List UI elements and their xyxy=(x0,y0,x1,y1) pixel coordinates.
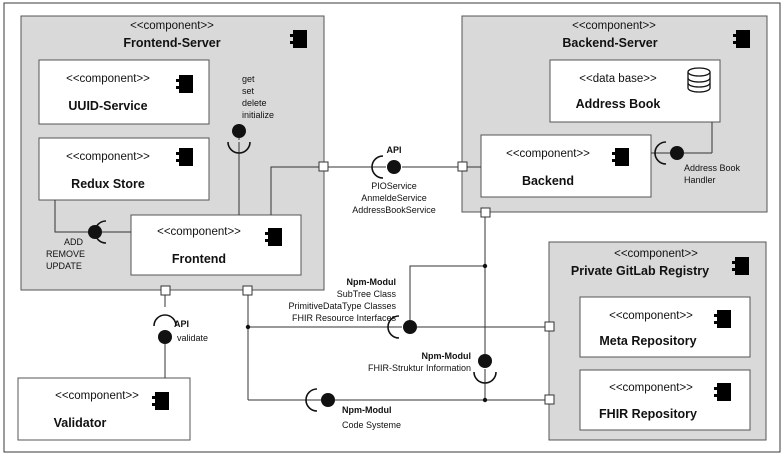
address-book-stereotype: <<data base>> xyxy=(579,73,657,85)
backend-title: Backend xyxy=(522,174,574,188)
junction-dots xyxy=(245,263,488,403)
backend-api-pioservice: PIOService xyxy=(371,181,417,191)
backend-api-anmeldeservice: AnmeldeService xyxy=(361,193,427,203)
backend-component: <<component>> Backend xyxy=(480,134,652,198)
meta-repository-stereotype: <<component>> xyxy=(609,310,693,322)
interface-socket-icon xyxy=(227,141,251,154)
frontend-component: <<component>> Frontend xyxy=(130,214,302,276)
uuid-service-stereotype: <<component>> xyxy=(66,73,150,85)
port xyxy=(457,161,468,172)
address-book-handler-line-2: Handler xyxy=(684,175,716,185)
backend-stereotype: <<component>> xyxy=(506,148,590,160)
interface-ball-icon xyxy=(403,320,417,334)
validator-stereotype: <<component>> xyxy=(55,390,139,402)
address-book-title: Address Book xyxy=(576,97,661,111)
junction-dot xyxy=(482,263,488,269)
interface-ball-icon xyxy=(232,124,246,138)
npm-meta-fhir-interfaces: FHIR Resource Interfaces xyxy=(292,313,397,323)
port xyxy=(318,161,329,172)
interface-ball-icon xyxy=(158,330,172,344)
port xyxy=(160,285,171,296)
uuid-ops-interface: get set delete initialize xyxy=(227,74,274,154)
backend-api-addressbookservice: AddressBookService xyxy=(352,205,436,215)
junction-dot xyxy=(482,397,488,403)
uuid-service-component: <<component>> UUID-Service xyxy=(38,59,210,125)
redux-op-update: UPDATE xyxy=(46,261,82,271)
interface-socket-icon xyxy=(473,371,497,384)
backend-server-stereotype: <<component>> xyxy=(572,20,656,32)
npm-meta-label: Npm-Modul xyxy=(347,277,397,287)
address-book-handler-interface: Address Book Handler xyxy=(654,141,741,185)
junction-dot xyxy=(245,324,251,330)
address-book-handler-line-1: Address Book xyxy=(684,163,741,173)
redux-store-stereotype: <<component>> xyxy=(66,151,150,163)
frontend-server-title: Frontend-Server xyxy=(123,36,220,50)
fhir-repository-component: <<component>> FHIR Repository xyxy=(579,369,751,431)
uuid-op-delete: delete xyxy=(242,98,267,108)
uuid-service-title: UUID-Service xyxy=(68,99,147,113)
npm-fhir-struktur-label: Npm-Modul xyxy=(422,351,472,361)
fhir-repository-stereotype: <<component>> xyxy=(609,382,693,394)
interface-ball-icon xyxy=(321,393,335,407)
backend-server-title: Backend-Server xyxy=(562,36,657,50)
meta-repository-title: Meta Repository xyxy=(599,334,696,348)
backend-api-interface: API PIOService AnmeldeService AddressBoo… xyxy=(352,145,436,215)
redux-store-component: <<component>> Redux Store xyxy=(38,137,210,201)
validator-component: <<component>> Validator xyxy=(17,377,191,441)
port xyxy=(544,321,555,332)
validator-api-interface: API validate xyxy=(153,314,208,344)
npm-fhir-struktur-info: FHIR-Struktur Information xyxy=(368,363,471,373)
interface-ball-icon xyxy=(478,354,492,368)
npm-code-systeme-info: Code Systeme xyxy=(342,420,401,430)
npm-meta-primitive: PrimitiveDataType Classes xyxy=(288,301,396,311)
redux-op-add: ADD xyxy=(64,237,84,247)
connector-lines xyxy=(54,122,713,401)
fhir-repository-title: FHIR Repository xyxy=(599,407,697,421)
address-book-component: <<data base>> Address Book xyxy=(549,59,721,123)
database-icon xyxy=(687,67,711,93)
interface-socket-icon xyxy=(94,220,107,244)
validator-title: Validator xyxy=(54,416,107,430)
frontend-server-stereotype: <<component>> xyxy=(130,20,214,32)
uuid-op-set: set xyxy=(242,86,255,96)
backend-api-label: API xyxy=(386,145,401,155)
validator-api-validate: validate xyxy=(177,333,208,343)
npm-code-systeme-interface: Npm-Modul Code Systeme xyxy=(305,388,401,430)
redux-store-title: Redux Store xyxy=(71,177,145,191)
port xyxy=(480,207,491,218)
interface-ball-icon xyxy=(670,146,684,160)
interface-socket-icon xyxy=(371,155,384,179)
npm-fhir-struktur-interface: Npm-Modul FHIR-Struktur Information xyxy=(368,351,497,384)
frontend-title: Frontend xyxy=(172,252,226,266)
interface-socket-icon xyxy=(153,314,177,327)
interface-ball-icon xyxy=(387,160,401,174)
npm-code-systeme-label: Npm-Modul xyxy=(342,405,392,415)
frontend-stereotype: <<component>> xyxy=(157,226,241,238)
redux-op-remove: REMOVE xyxy=(46,249,85,259)
uuid-op-initialize: initialize xyxy=(242,110,274,120)
ports xyxy=(160,161,555,405)
port xyxy=(242,285,253,296)
gitlab-registry-stereotype: <<component>> xyxy=(614,248,698,260)
validator-api-label: API xyxy=(174,319,189,329)
redux-ops-interface: ADD REMOVE UPDATE xyxy=(46,220,107,271)
port xyxy=(544,394,555,405)
interface-socket-icon xyxy=(387,315,400,339)
interface-socket-icon xyxy=(305,388,318,412)
npm-meta-subtree: SubTree Class xyxy=(337,289,397,299)
meta-repository-component: <<component>> Meta Repository xyxy=(579,296,751,358)
npm-meta-interface: Npm-Modul SubTree Class PrimitiveDataTyp… xyxy=(288,277,417,339)
interface-socket-icon xyxy=(654,141,667,165)
uuid-op-get: get xyxy=(242,74,255,84)
gitlab-registry-title: Private GitLab Registry xyxy=(571,264,709,278)
